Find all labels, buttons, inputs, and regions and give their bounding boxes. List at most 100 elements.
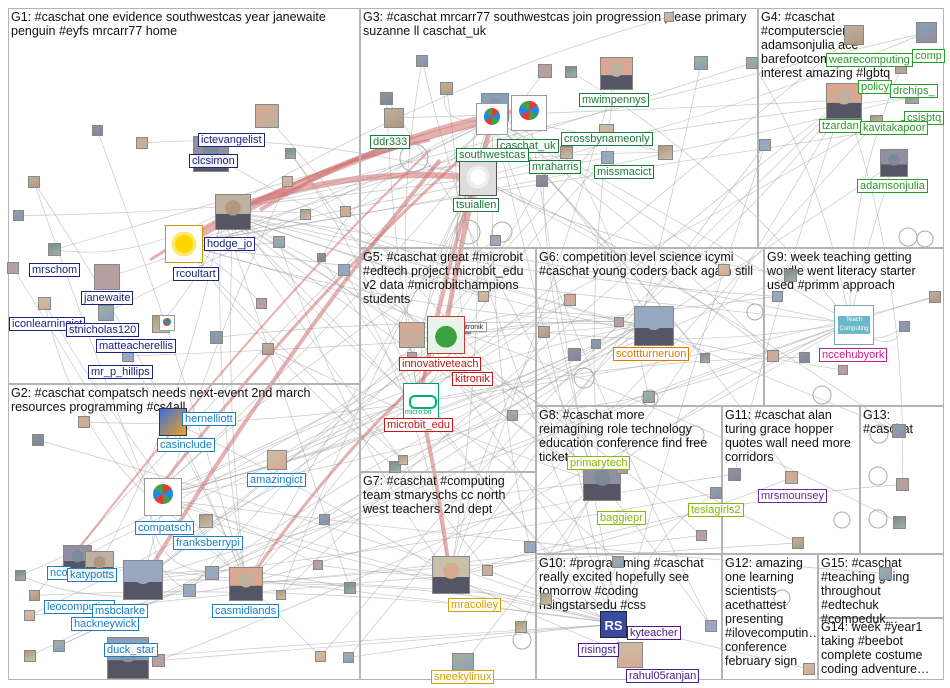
node-label[interactable]: mr_p_hillips [88,365,153,379]
avatar-node[interactable] [319,514,330,525]
node-label[interactable]: scottturneruon [613,347,690,361]
avatar-node[interactable] [784,269,797,282]
node-label[interactable]: baggiepr [597,511,646,525]
avatar-node[interactable] [256,298,267,309]
node-label[interactable]: wearecomputing [826,53,913,67]
avatar-node[interactable] [32,434,44,446]
avatar-node[interactable] [215,194,251,230]
avatar-node[interactable] [398,455,408,465]
node-label[interactable]: mrsmounsey [758,489,827,503]
avatar-node[interactable] [15,570,26,581]
cas-logo-icon[interactable] [159,315,175,331]
avatar-node[interactable] [78,416,90,428]
node-label[interactable]: matteacherellis [96,339,176,353]
avatar-node[interactable] [210,331,223,344]
node-label[interactable]: crossbynameonly [561,132,653,146]
sun-avatar-icon[interactable] [165,225,203,263]
avatar-node[interactable] [98,305,114,321]
avatar-node[interactable] [282,176,293,187]
avatar-node[interactable] [343,652,354,663]
avatar-node[interactable] [94,264,120,290]
avatar-node[interactable] [785,471,798,484]
avatar-node[interactable] [538,326,550,338]
teach-computing-logo-icon[interactable]: Teach Computing [834,305,874,345]
avatar-node[interactable] [799,352,810,363]
avatar-node[interactable] [838,365,848,375]
avatar-node[interactable] [285,148,296,159]
node-label[interactable]: ictevangelist [198,133,265,147]
avatar-node[interactable] [416,55,428,67]
avatar-node[interactable] [540,593,552,605]
node-label[interactable]: katypotts [67,568,118,582]
avatar-node[interactable] [767,350,779,362]
avatar-node[interactable] [565,66,577,78]
avatar-node[interactable] [92,125,103,136]
avatar-node[interactable] [696,530,707,541]
avatar-node[interactable] [300,209,311,220]
node-label[interactable]: missmacict [594,165,655,179]
node-label[interactable]: sneekylinux [431,670,495,684]
cartoon-avatar-icon[interactable] [459,158,497,196]
avatar-node[interactable] [560,146,573,159]
avatar-node[interactable] [152,654,165,667]
avatar-node[interactable] [267,450,287,470]
avatar-node[interactable] [826,83,862,119]
avatar-node[interactable] [380,92,393,105]
avatar-node[interactable] [792,537,804,549]
avatar-node[interactable] [183,584,196,597]
node-label[interactable]: microbit_edu [384,418,453,432]
node-label[interactable]: kavitakapoor [860,121,929,135]
cas-logo-icon[interactable] [511,95,547,131]
node-label[interactable]: tsuiallen [453,198,500,212]
avatar-node[interactable] [229,567,263,601]
avatar-node[interactable] [892,424,906,438]
node-label[interactable]: drchips_ [890,84,938,98]
avatar-node[interactable] [896,478,909,491]
avatar-node[interactable] [658,145,673,160]
avatar-node[interactable] [536,175,548,187]
risingstars-logo-icon[interactable]: RS [600,611,627,638]
avatar-node[interactable] [601,151,614,164]
avatar-node[interactable] [255,104,279,128]
avatar-node[interactable] [478,291,489,302]
node-label[interactable]: innovativeteach [399,357,482,371]
avatar-node[interactable] [338,264,350,276]
avatar-node[interactable] [29,590,40,601]
avatar-node[interactable] [591,339,601,349]
node-label[interactable]: teslagirls2 [688,503,744,517]
avatar-node[interactable] [929,291,941,303]
node-label[interactable]: mrschom [29,263,81,277]
node-label[interactable]: hackneywick [71,617,140,631]
avatar-node[interactable] [48,243,61,256]
avatar-node[interactable] [564,294,576,306]
avatar-node[interactable] [893,516,906,529]
node-label[interactable]: policy [858,80,893,94]
avatar-node[interactable] [515,621,527,633]
avatar-node[interactable] [344,582,356,594]
node-label[interactable]: compatsch [135,521,195,535]
avatar-node[interactable] [123,560,163,600]
avatar-node[interactable] [916,22,937,43]
node-label[interactable]: duck_star [104,643,158,657]
node-label[interactable]: casinclude [157,438,215,452]
avatar-node[interactable] [899,321,910,332]
avatar-node[interactable] [803,663,815,675]
node-label[interactable]: hodge_jo [204,237,256,251]
node-label[interactable]: rcoultart [173,267,219,281]
avatar-node[interactable] [440,82,453,95]
node-label[interactable]: rahul05ranjan [626,669,700,683]
avatar-node[interactable] [524,541,536,553]
avatar-node[interactable] [24,650,36,662]
avatar-node[interactable] [273,236,285,248]
avatar-node[interactable] [700,353,710,363]
node-label[interactable]: primarytech [567,456,631,470]
avatar-node[interactable] [880,149,908,177]
avatar-node[interactable] [634,306,674,346]
avatar-node[interactable] [7,262,19,274]
avatar-node[interactable] [772,291,783,302]
microbit-logo-icon[interactable]: micro:bit [403,383,439,419]
avatar-node[interactable] [482,565,493,576]
avatar-node[interactable] [136,137,148,149]
avatar-node[interactable] [432,556,470,594]
node-label[interactable]: nco [47,566,71,580]
